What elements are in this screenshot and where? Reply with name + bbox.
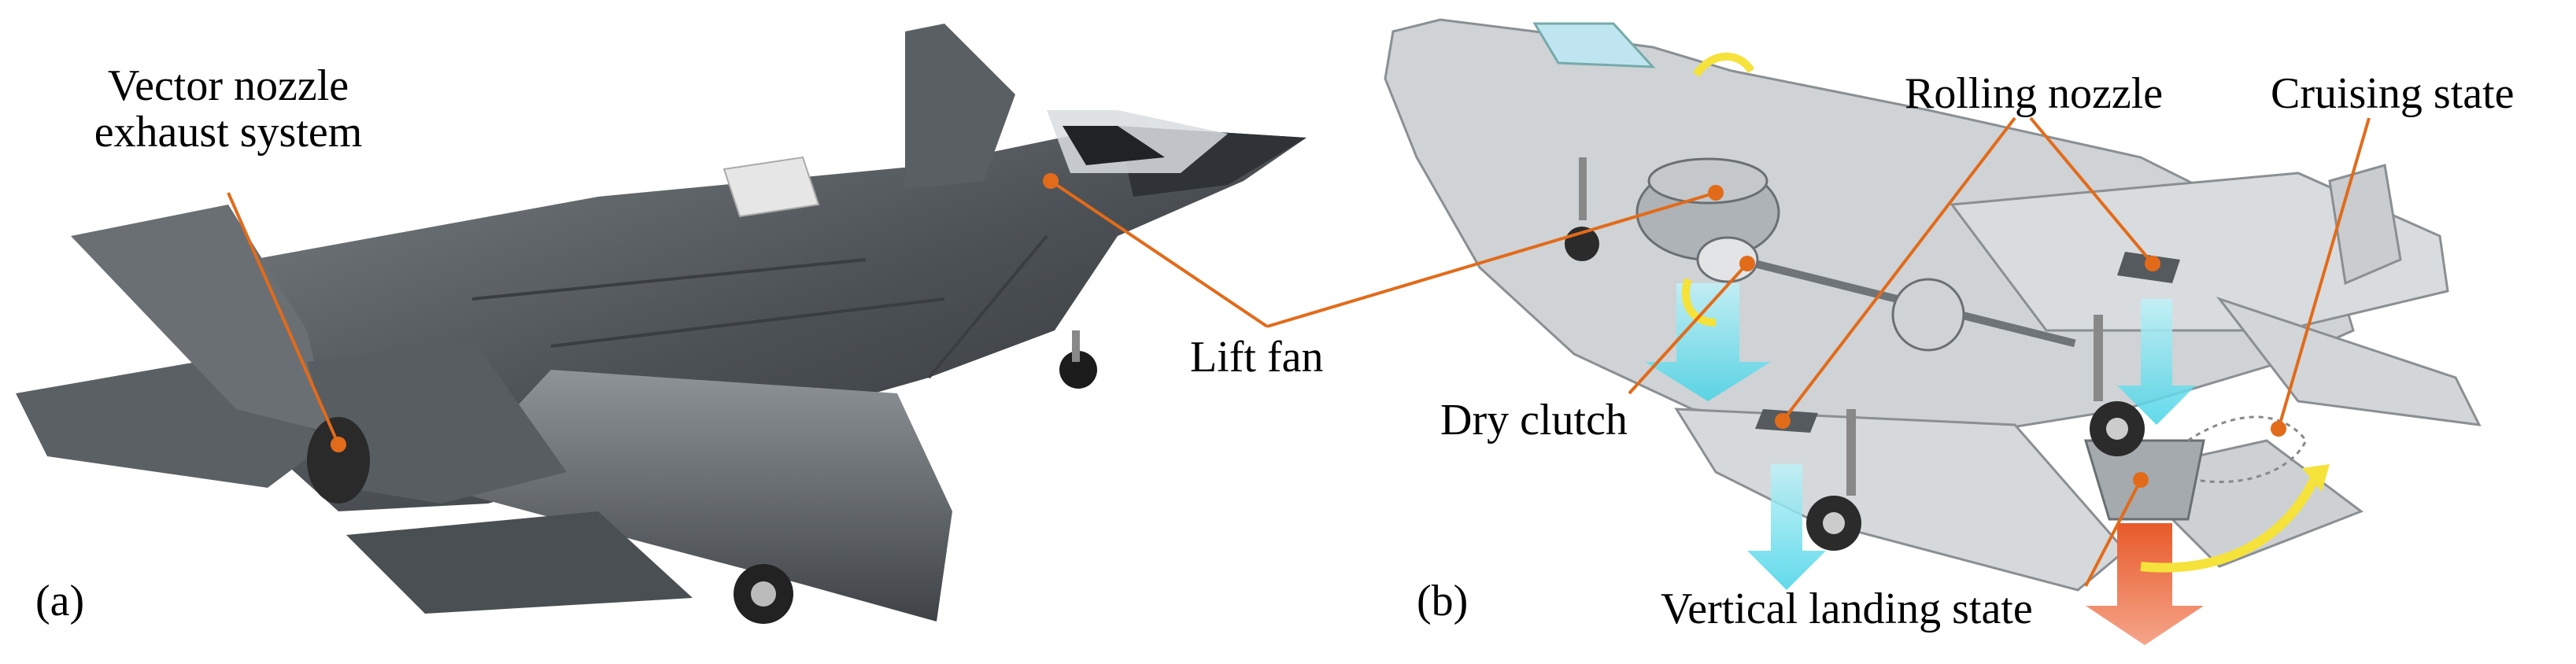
airflow-arrow-roll-left xyxy=(1747,464,1826,590)
schematic-engine-fan xyxy=(1891,278,1965,352)
cruising-nozzle-outline xyxy=(2187,415,2308,484)
schematic-tail-upper xyxy=(2216,297,2482,426)
leader-rolling-left xyxy=(1781,116,2016,422)
leader-dot-rolling-right xyxy=(2145,256,2160,271)
schematic-gear-strut-rear xyxy=(1846,409,1856,496)
jet-panel-lines xyxy=(471,234,1048,379)
leader-liftfan-b xyxy=(1266,191,1717,328)
leader-dry-clutch xyxy=(1628,262,1749,395)
schematic-wheel-rear-hub xyxy=(1823,512,1845,534)
schematic-wheel-main-hub xyxy=(2106,418,2128,440)
leader-dot-rolling-left xyxy=(1775,413,1791,429)
leader-liftfan-a xyxy=(1049,179,1269,328)
panel-a-photo xyxy=(16,24,1306,624)
schematic-lift-fan-top xyxy=(1647,157,1768,205)
jet-vertical-tail-2 xyxy=(307,338,567,504)
jet-tail-left xyxy=(16,362,331,488)
rotation-arrow-nozzle-head xyxy=(2302,464,2330,492)
leader-vector-nozzle xyxy=(227,192,340,445)
leader-dot-liftfan-a xyxy=(1043,173,1059,189)
jet-lift-fan-door xyxy=(905,24,1015,189)
leader-cruising xyxy=(2277,117,2371,430)
jet-intake-door xyxy=(723,156,820,218)
panel-b-schematic xyxy=(1384,18,2482,645)
label-rolling-nozzle: Rolling nozzle xyxy=(1905,69,2164,118)
rotation-arrow-nozzle xyxy=(2140,478,2319,573)
label-vertical-landing-state: Vertical landing state xyxy=(1661,585,2033,633)
jet-vertical-tail-1 xyxy=(71,205,331,433)
jet-tail-right xyxy=(346,511,693,614)
leader-dot-vertical-landing xyxy=(2133,472,2149,488)
label-lift-fan: Lift fan xyxy=(1190,333,1324,382)
label-cruising-state: Cruising state xyxy=(2271,69,2515,118)
panel-a-tag: (a) xyxy=(35,577,85,625)
leader-lines xyxy=(227,116,2371,587)
jet-nozzle xyxy=(307,417,370,504)
jet-nose-strut xyxy=(1072,330,1080,362)
schematic-wing-lower xyxy=(1674,408,2127,592)
schematic-canopy xyxy=(1532,22,1656,68)
label-vector-nozzle: Vector nozzle exhaust system xyxy=(71,63,386,156)
leader-dot-liftfan-b xyxy=(1708,185,1724,201)
leader-rolling-right xyxy=(2029,116,2154,265)
jet-cockpit xyxy=(1063,126,1165,165)
rotation-arrow-clutch xyxy=(1681,278,1717,326)
panel-b-tag: (b) xyxy=(1417,577,1469,625)
rotation-arrow-canopy xyxy=(1692,52,1755,77)
leader-vertical-landing xyxy=(2084,479,2142,587)
leader-dot-dry-clutch xyxy=(1739,256,1755,271)
jet-main-wheel-hub xyxy=(751,581,776,607)
leader-dot-vector-nozzle xyxy=(331,437,346,452)
label-dry-clutch: Dry clutch xyxy=(1440,396,1628,445)
jet-main-wing xyxy=(441,370,952,622)
exhaust-arrow xyxy=(2086,523,2204,645)
label-vector-nozzle-line1: Vector nozzle xyxy=(107,61,349,110)
schematic-gear-strut-front xyxy=(1579,157,1587,220)
label-vector-nozzle-line2: exhaust system xyxy=(94,107,363,157)
leader-dot-cruising xyxy=(2271,421,2286,437)
jet-nose-wheel xyxy=(1059,351,1097,389)
airflow-arrow-roll-right xyxy=(2117,299,2196,425)
airflow-arrow-liftfan xyxy=(1645,283,1771,401)
schematic-wing-right xyxy=(1950,172,2449,332)
schematic-gear-strut-main xyxy=(2094,315,2103,401)
